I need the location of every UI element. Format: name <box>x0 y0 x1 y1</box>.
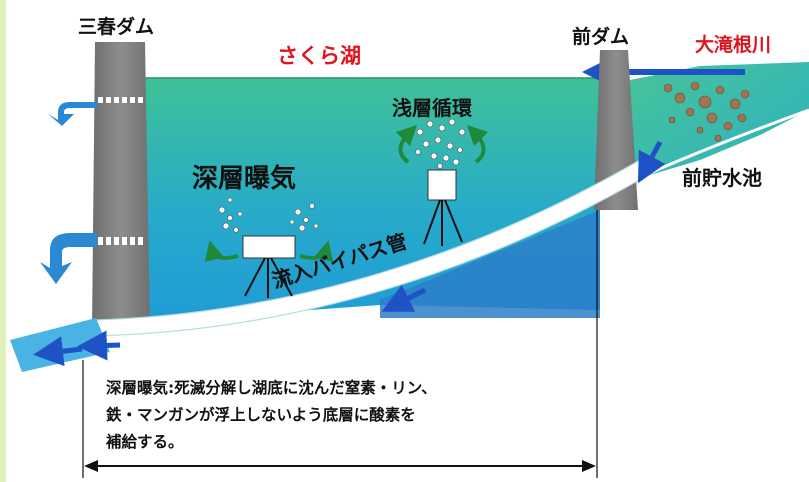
deep-aeration-device <box>204 197 334 298</box>
shallow-circulation-label: 浅層循環 <box>392 96 472 120</box>
lake-label: さくら湖 <box>277 44 361 68</box>
caption-line-3: 補給する。 <box>106 433 184 451</box>
caption-line-1: 深層曝気:死滅分解し湖底に沈んだ窒素・リン、 <box>106 379 437 397</box>
deep-aeration-label: 深層曝気 <box>192 164 297 194</box>
caption-line-2: 鉄・マンガンが浮上しないよう底層に酸素を <box>106 406 416 424</box>
river-stones <box>663 81 750 142</box>
left-margin <box>0 0 6 482</box>
pre-reservoir-label: 前貯水池 <box>682 166 762 190</box>
lake-bottom-basin <box>380 210 600 318</box>
river-label: 大滝根川 <box>695 34 772 56</box>
mitsuharu-dam <box>92 42 150 330</box>
pre-reservoir-water <box>630 62 809 180</box>
upper-outflow-arrow <box>48 102 97 126</box>
shallow-circulation-device <box>395 118 489 246</box>
lower-outflow-arrow <box>40 233 97 284</box>
front-dam-label: 前ダム <box>572 26 630 48</box>
caption: 深層曝気:死滅分解し湖底に沈んだ窒素・リン、 鉄・マンガンが浮上しないよう底層に… <box>106 375 586 456</box>
left-dam-label: 三春ダム <box>78 16 155 38</box>
